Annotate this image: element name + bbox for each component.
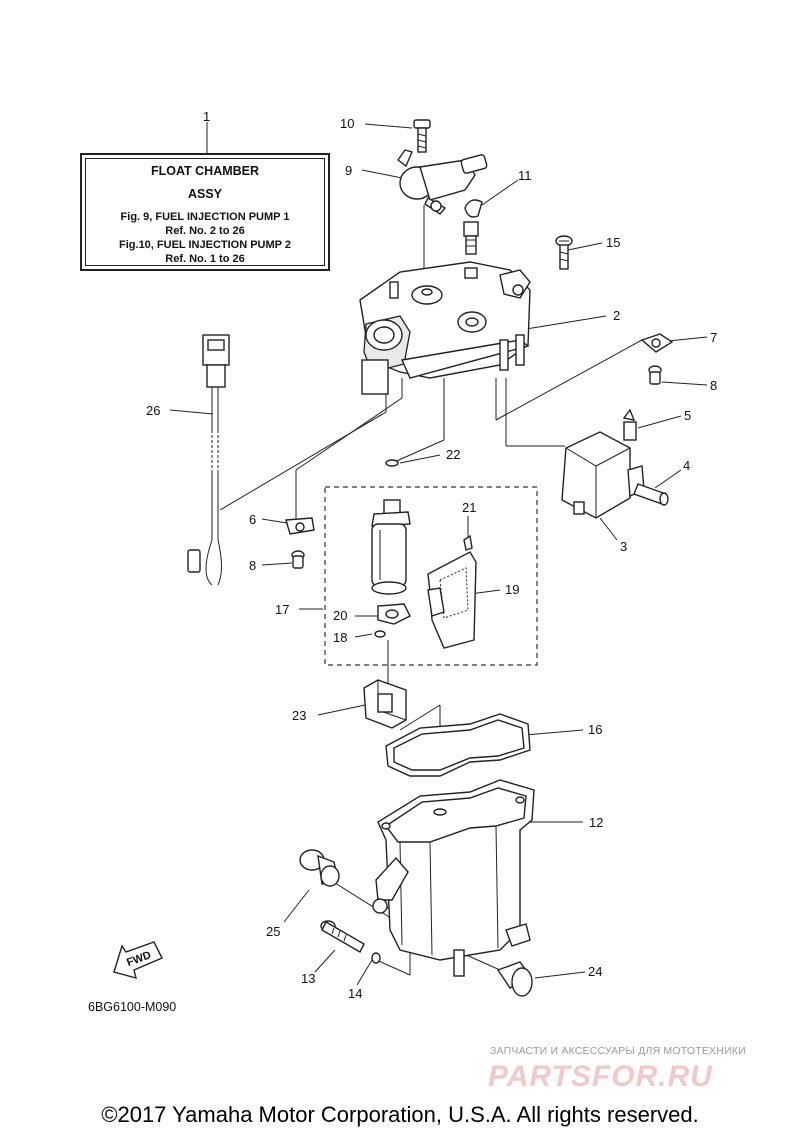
watermark-logo: PARTSFOR.RU — [488, 1060, 713, 1093]
callout-23: 23 — [292, 708, 306, 723]
info-box-ref-3: Fig.10, FUEL INJECTION PUMP 2 — [119, 239, 291, 251]
info-box-ref-1: Fig. 9, FUEL INJECTION PUMP 1 — [120, 211, 290, 223]
callout-7: 7 — [710, 330, 717, 345]
callout-2: 2 — [613, 308, 620, 323]
callout-16: 16 — [588, 722, 602, 737]
info-box-ref-2: Ref. No. 2 to 26 — [165, 225, 245, 237]
info-box-ref-4: Ref. No. 1 to 26 — [165, 253, 245, 265]
bracket-7 — [640, 333, 674, 353]
callout-11: 11 — [518, 168, 532, 183]
callout-6: 6 — [249, 512, 256, 527]
drain-screw-13 — [320, 920, 365, 953]
callout-21: 21 — [462, 500, 476, 515]
callout-8-right: 8 — [710, 378, 717, 393]
grommet-25 — [299, 849, 340, 887]
fuel-pump-17 — [371, 499, 411, 595]
float-chamber-12 — [372, 779, 535, 977]
callout-3: 3 — [620, 539, 627, 554]
screw-8-left — [291, 550, 305, 569]
pressure-regulator-9 — [397, 149, 488, 215]
callout-18: 18 — [333, 630, 347, 645]
callout-numbers: 1 2 3 4 5 6 7 8 8 9 10 11 12 13 14 15 16… — [146, 109, 717, 1001]
callout-9: 9 — [345, 163, 352, 178]
callout-1: 1 — [203, 109, 210, 124]
clip-21 — [463, 534, 473, 551]
fwd-arrow-icon: FWD — [113, 941, 163, 979]
callout-5: 5 — [684, 408, 691, 423]
o-ring-18 — [374, 630, 386, 638]
callout-15: 15 — [606, 235, 620, 250]
callout-4: 4 — [683, 458, 690, 473]
plug-24 — [496, 961, 533, 997]
needle-valve-5 — [622, 408, 637, 441]
o-ring-22 — [385, 459, 399, 467]
callout-25: 25 — [266, 924, 280, 939]
callout-26: 26 — [146, 403, 160, 418]
callout-19: 19 — [505, 582, 519, 597]
info-box-title-1: FLOAT CHAMBER — [150, 164, 260, 178]
pump-subassembly-group-box — [324, 486, 538, 666]
callout-22: 22 — [446, 447, 460, 462]
info-box-title-2: ASSY — [187, 187, 223, 201]
o-ring-14 — [371, 952, 381, 964]
bolt-10 — [413, 119, 431, 153]
copyright-notice: ©2017 Yamaha Motor Corporation, U.S.A. A… — [101, 1102, 699, 1127]
filter-19 — [427, 551, 477, 649]
fitting-11 — [463, 199, 483, 255]
wire-harness-26 — [187, 334, 230, 586]
callout-10: 10 — [340, 116, 354, 131]
watermark-tagline: ЗАПЧАСТИ И АКСЕССУАРЫ ДЛЯ МОТОТЕХНИКИ — [490, 1045, 746, 1057]
callout-8-left: 8 — [249, 558, 256, 573]
holder-23 — [363, 679, 407, 729]
bracket-20 — [377, 603, 411, 625]
screw-8-right — [648, 365, 662, 385]
pump-cover-2 — [359, 261, 531, 395]
info-box-inner-frame — [85, 158, 325, 266]
float-3 — [561, 431, 645, 519]
callout-12: 12 — [589, 815, 603, 830]
callout-13: 13 — [301, 971, 315, 986]
pin-4 — [633, 483, 669, 506]
callout-17: 17 — [275, 602, 289, 617]
callout-24: 24 — [588, 964, 602, 979]
bracket-6 — [285, 505, 315, 535]
diagram-code: 6BG6100-M090 — [88, 1000, 177, 1014]
gasket-16 — [385, 713, 531, 777]
float-chamber-info-box: FLOAT CHAMBER ASSY Fig. 9, FUEL INJECTIO… — [80, 153, 330, 271]
callout-14: 14 — [348, 986, 362, 1001]
screw-15 — [555, 235, 573, 270]
callout-20: 20 — [333, 608, 347, 623]
